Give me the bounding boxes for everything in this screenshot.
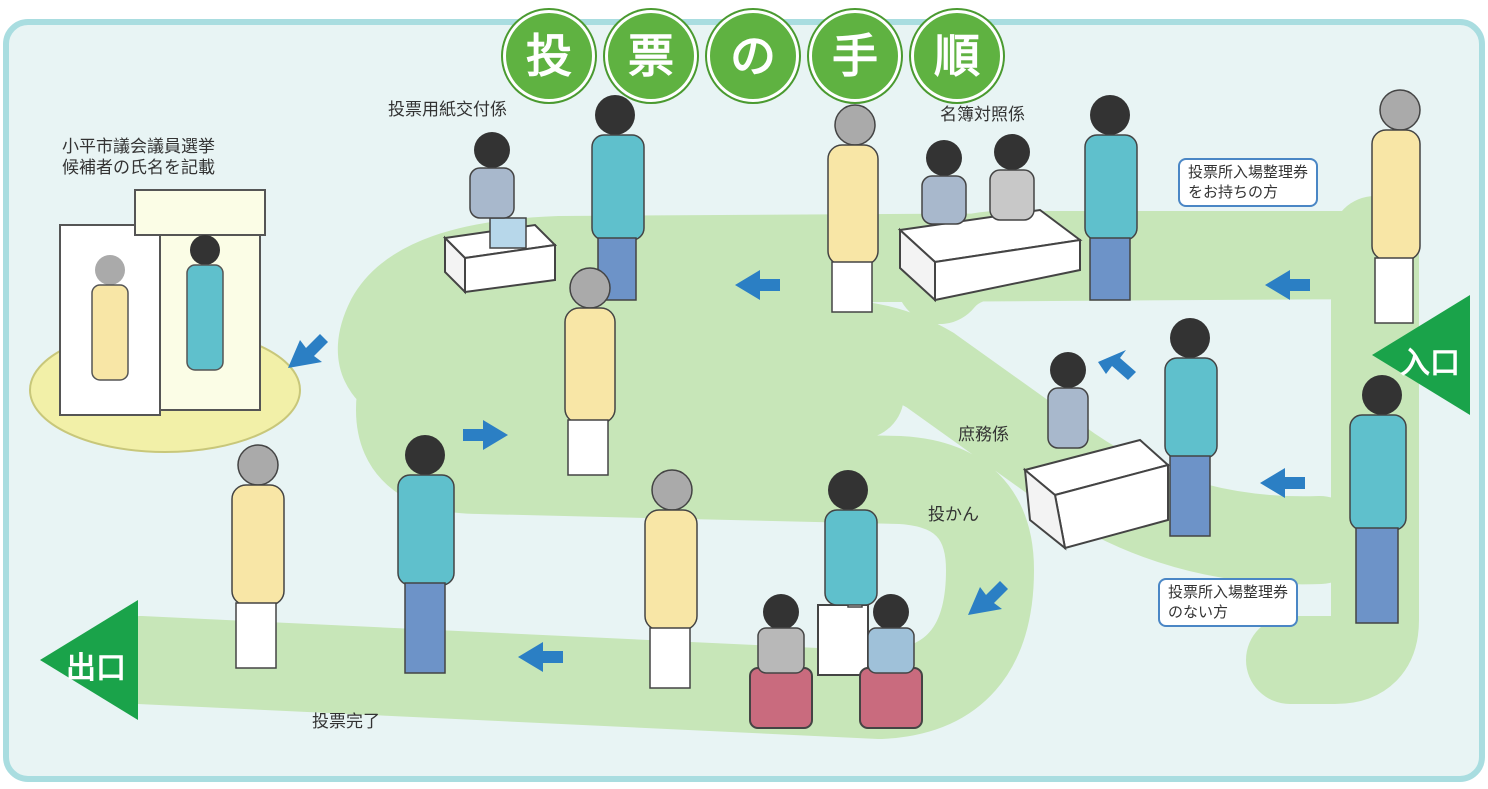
title-char-3: の (707, 10, 799, 102)
clerk-figure-icon (469, 132, 515, 219)
voter-figure-icon (564, 267, 616, 476)
general-affairs-desk (1022, 438, 1171, 551)
ballot-box-label: 投かん (928, 505, 979, 525)
ballot-issuer-label: 投票用紙交付係 (388, 100, 507, 120)
no-ticket-line-1: 投票所入場整理券 (1168, 583, 1289, 601)
voter-figure-icon (1084, 95, 1138, 301)
entrance-gate (1372, 295, 1470, 415)
title-char-4: 手 (809, 10, 901, 102)
title-char-1: 投 (503, 10, 595, 102)
voter-figure-icon (644, 469, 698, 689)
title-char-2: 票 (605, 10, 697, 102)
observer-chairs (749, 594, 923, 729)
booth-instructions-line-2: 候補者の氏名を記載 (62, 158, 215, 179)
ticket-holders-line-2: をお持ちの方 (1188, 182, 1279, 201)
ticket-holders-line-1: 投票所入場整理券 (1188, 163, 1309, 181)
blue-arrow-icon (1098, 350, 1136, 380)
general-affairs-label: 庶務係 (958, 425, 1009, 445)
voting-booth-icon (59, 189, 266, 416)
booth-instructions-line-1: 小平市議会議員選挙 (62, 137, 215, 157)
no-ticket-line-2: のない方 (1168, 602, 1229, 621)
voter-figure-icon (397, 435, 455, 674)
blue-arrow-icon (463, 420, 508, 450)
blue-arrow-icon (288, 334, 328, 368)
booth-instructions-label: 小平市議会議員選挙 候補者の氏名を記載 (62, 137, 215, 180)
entrance-label: 入口 (1400, 346, 1460, 381)
ballot-issuer-desk (442, 217, 558, 295)
voter-figure-icon (1349, 375, 1407, 624)
voting-complete-label: 投票完了 (312, 712, 380, 732)
no-ticket-label: 投票所入場整理券 のない方 (1158, 578, 1299, 627)
blue-arrow-icon (1265, 270, 1310, 300)
voter-figure-icon (824, 470, 878, 606)
blue-arrow-icon (1260, 468, 1305, 498)
voter-figure-icon (1371, 89, 1421, 324)
ticket-holders-label: 投票所入場整理券 をお持ちの方 (1178, 158, 1319, 207)
blue-arrow-icon (735, 270, 780, 300)
exit-label: 出口 (66, 651, 126, 686)
title-char-5: 順 (911, 10, 1003, 102)
blue-arrow-icon (968, 581, 1008, 615)
registry-desk (897, 208, 1083, 303)
voter-figure-icon (1164, 318, 1218, 537)
voter-figure-icon (231, 444, 285, 669)
voter-figure-icon (827, 104, 879, 313)
blue-arrow-icon (518, 642, 563, 672)
registry-check-label: 名簿対照係 (940, 105, 1025, 125)
clerk-figure-icon (1047, 352, 1089, 449)
clerk-figure-icon (921, 134, 1035, 225)
exit-gate (40, 600, 138, 720)
